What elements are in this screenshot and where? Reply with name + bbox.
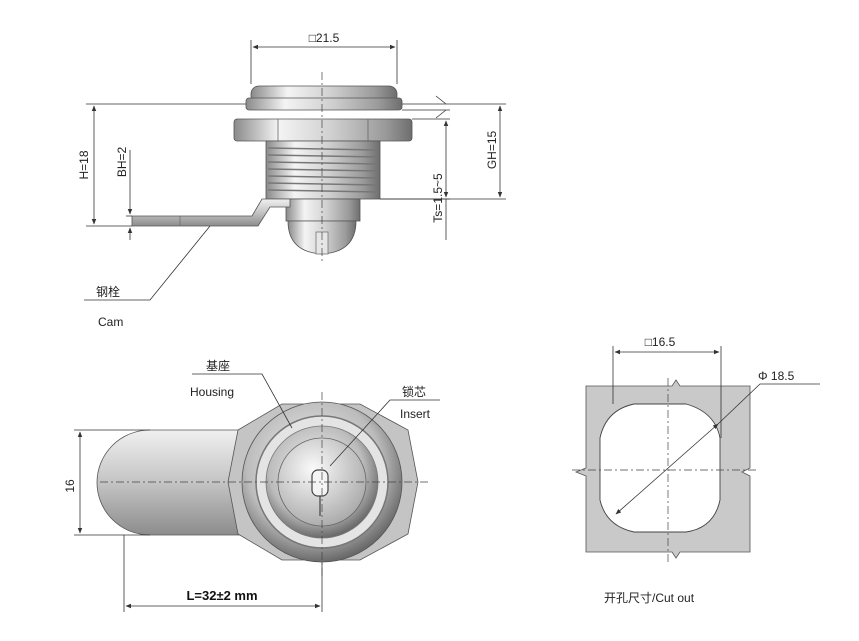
- cutout-hole: [599, 403, 721, 533]
- front-view: 16 L=32±2 mm 基座 Housing 锁芯 Insert: [63, 358, 440, 612]
- height-label: 16: [63, 479, 77, 493]
- keyhole-icon: [311, 469, 329, 497]
- cam-label-en: Cam: [98, 315, 123, 329]
- hex-nut: [233, 118, 413, 142]
- diameter-dimension-line: [615, 423, 719, 515]
- thread-lines: [267, 147, 379, 193]
- cam-label-cn: 钢栓: [96, 284, 120, 299]
- gh-label: GH=15: [485, 130, 499, 169]
- side-view: □21.5 H=18 BH=2 Ts=1.5~5 GH=15 钢栓 Cam: [77, 31, 506, 329]
- width-label: □21.5: [309, 31, 340, 45]
- cam-plate: [131, 198, 291, 227]
- ts-label: Ts=1.5~5: [431, 173, 445, 223]
- housing-label-cn: 基座: [206, 358, 230, 373]
- bh-label: BH=2: [115, 147, 129, 178]
- insert-label-cn: 锁芯: [402, 384, 426, 399]
- housing-leader: [192, 373, 293, 429]
- cam-front: [96, 429, 253, 536]
- cutout-view: □16.5 Φ 18.5 开孔尺寸/Cut out: [572, 335, 820, 605]
- lower-body: [285, 198, 361, 222]
- insert-label-en: Insert: [400, 407, 431, 421]
- cam-leader: [84, 225, 211, 301]
- housing-label-en: Housing: [190, 385, 234, 399]
- cap-flange: [245, 97, 403, 111]
- h-label: H=18: [77, 150, 91, 179]
- length-label: L=32±2 mm: [186, 588, 257, 603]
- cutout-width-label: □16.5: [645, 335, 676, 349]
- insert-leader: [329, 399, 440, 467]
- diameter-label: Φ 18.5: [758, 369, 795, 383]
- cutout-caption: 开孔尺寸/Cut out: [604, 591, 695, 605]
